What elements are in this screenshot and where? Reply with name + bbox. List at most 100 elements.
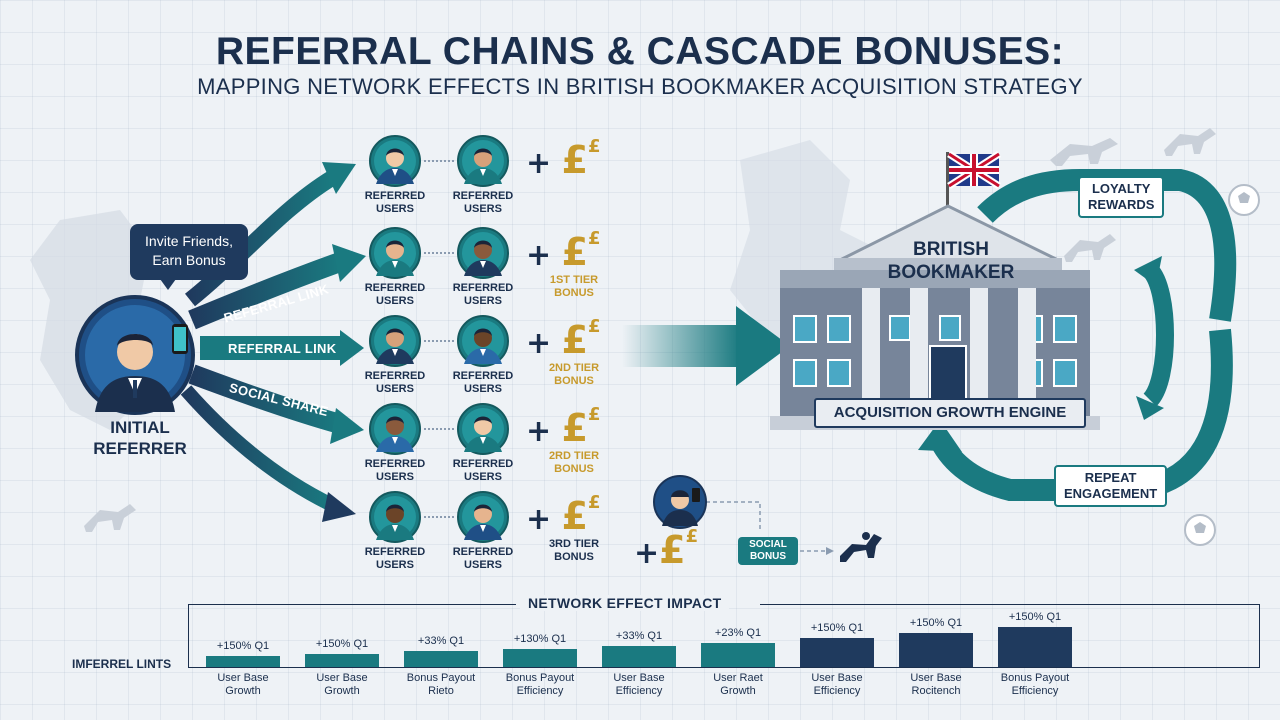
referred-user-label: REFERRED USERS — [364, 282, 426, 307]
loyalty-line-2: REWARDS — [1088, 197, 1155, 212]
bubble-line-2: Earn Bonus — [152, 252, 226, 268]
user-connector-line — [424, 516, 454, 518]
pound-symbol: £ — [659, 528, 686, 572]
user-connector-line — [424, 340, 454, 342]
horse-racing-icon-2 — [1164, 128, 1216, 156]
chart-bar — [404, 651, 478, 667]
arrow-to-row-1 — [185, 171, 337, 307]
acquisition-growth-engine-label: ACQUISITION GROWTH ENGINE — [814, 398, 1086, 428]
arrow-to-row-4 — [188, 364, 343, 434]
chart-bar-value-label: +150% Q1 — [909, 617, 963, 629]
arrow-to-bookmaker-head — [736, 306, 790, 386]
referrer-label-line-2: REFERRER — [93, 439, 187, 458]
pound-symbol-small: £ — [588, 404, 601, 425]
social-bonus-badge: SOCIAL BONUS — [738, 537, 798, 565]
chart-bar-value-label: +150% Q1 — [1008, 611, 1062, 623]
bookmaker-name-line-2: BOOKMAKER — [887, 262, 1015, 283]
horse-racing-icon-3 — [1064, 234, 1116, 262]
chart-bar — [503, 649, 577, 667]
bonus-indicator: + ££ — [526, 136, 601, 182]
bonus-indicator: + ££ — [526, 492, 601, 538]
referred-user-label: REFERRED USERS — [364, 546, 426, 571]
plus-sign: + — [526, 502, 562, 537]
pound-symbol-small: £ — [588, 136, 601, 157]
arrow-head-5 — [322, 492, 356, 522]
loyalty-line-1: LOYALTY — [1091, 181, 1151, 196]
chart-bar — [800, 638, 874, 667]
user-connector-line — [424, 160, 454, 162]
impact-box-top-right — [760, 604, 1260, 605]
chart-bar-value-label: +150% Q1 — [216, 640, 270, 652]
referred-user-avatar — [369, 135, 421, 187]
social-bonus-line-1: SOCIAL — [749, 539, 787, 550]
referred-user-avatar — [369, 227, 421, 279]
arrow-head-4 — [330, 408, 364, 444]
chart-bar — [899, 633, 973, 667]
loyalty-rewards-label: LOYALTY REWARDS — [1078, 176, 1165, 218]
chart-bar-value-label: +23% Q1 — [714, 627, 762, 639]
pound-bonus-icon: ££ — [561, 228, 601, 274]
arrow-label-referral-link-2: REFERRAL LINK — [228, 341, 337, 356]
chart-bar — [701, 643, 775, 667]
referred-user-avatar — [457, 135, 509, 187]
chart-bar — [305, 654, 379, 667]
loop-bottom-head — [918, 420, 962, 452]
chart-bar — [998, 627, 1072, 667]
network-effect-impact-box — [188, 604, 1260, 668]
plus-sign: + — [526, 326, 562, 361]
initial-referrer-avatar — [75, 295, 195, 415]
chart-bar-value-label: +33% Q1 — [417, 635, 465, 647]
arrow-head-1 — [322, 162, 356, 194]
impact-box-top-left — [188, 604, 516, 605]
bookmaker-name-line-1: BRITISH — [913, 239, 989, 260]
pound-bonus-icon: ££ — [561, 316, 601, 362]
pound-symbol-small: £ — [685, 526, 699, 547]
pound-symbol-small: £ — [588, 228, 601, 249]
referred-user-label: REFERRED USERS — [364, 458, 426, 483]
referred-user-label: REFERRED USERS — [452, 282, 514, 307]
arrow-to-row-5 — [180, 385, 338, 513]
referred-user-label: REFERRED USERS — [364, 190, 426, 215]
pound-bonus-icon: ££ — [561, 492, 601, 538]
football-icon-2 — [1184, 514, 1216, 546]
plus-sign: + — [634, 536, 660, 571]
referred-user-label: REFERRED USERS — [364, 370, 426, 395]
sub-chain-bonus: +££ — [634, 526, 699, 572]
chart-bar — [602, 646, 676, 667]
chain-dashed-line — [706, 501, 761, 532]
plus-sign: + — [526, 414, 562, 449]
chart-bar-value-label: +33% Q1 — [615, 630, 663, 642]
invite-speech-bubble: Invite Friends, Earn Bonus — [130, 224, 248, 290]
bonus-indicator: + ££ — [526, 228, 601, 274]
chart-side-label: IMFERREL LINTS — [72, 657, 172, 671]
referred-user-avatar — [369, 491, 421, 543]
referred-user-avatar — [369, 403, 421, 455]
initial-referrer-label: INITIAL REFERRER — [70, 417, 210, 459]
arrow-to-bookmaker — [622, 325, 740, 367]
arrow-to-row-3 — [200, 336, 342, 360]
horse-racing-icon — [1050, 138, 1118, 166]
referrer-label-line-1: INITIAL — [110, 418, 170, 437]
bubble-line-1: Invite Friends, — [145, 233, 233, 249]
referred-user-label: REFERRED USERS — [452, 458, 514, 483]
referred-user-avatar — [457, 315, 509, 367]
football-icon — [1228, 184, 1260, 216]
referred-user-avatar — [457, 403, 509, 455]
user-connector-line — [424, 428, 454, 430]
loop-top-arrow — [977, 169, 1237, 322]
plus-sign: + — [526, 238, 562, 273]
bookmaker-name: BRITISH BOOKMAKER — [876, 238, 1026, 284]
bonus-indicator: + ££ — [526, 404, 601, 450]
referred-user-label: REFERRED USERS — [452, 370, 514, 395]
repeat-line-2: ENGAGEMENT — [1064, 486, 1158, 501]
